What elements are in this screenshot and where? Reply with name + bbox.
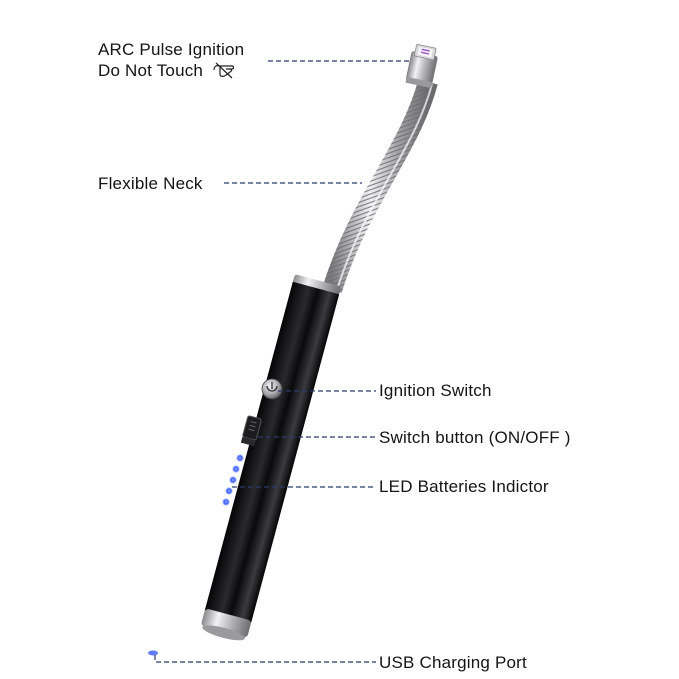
callout-led-indicator: LED Batteries Indictor xyxy=(379,477,549,496)
arc-tip-head xyxy=(405,44,438,89)
callout-arc-pulse: ARC Pulse Ignition Do Not Touch xyxy=(98,39,244,81)
callout-usb-port: USB Charging Port xyxy=(379,653,527,672)
callout-ignition-switch: Ignition Switch xyxy=(379,381,492,400)
ignition-switch xyxy=(261,378,283,400)
lighter-body xyxy=(201,274,341,641)
callout-arc-line1: ARC Pulse Ignition xyxy=(98,40,245,59)
callout-arc-line2: Do Not Touch xyxy=(98,60,244,81)
leader-lines xyxy=(154,60,410,663)
callout-flexible-neck: Flexible Neck xyxy=(98,174,203,193)
led-battery-indicators xyxy=(222,454,244,506)
flexible-neck xyxy=(322,79,438,293)
no-touch-hand-icon xyxy=(213,62,235,79)
callout-switch-button: Switch button (ON/OFF ) xyxy=(379,428,571,447)
usb-port xyxy=(148,650,158,656)
leader-usb xyxy=(154,655,376,663)
on-off-switch xyxy=(240,415,262,447)
